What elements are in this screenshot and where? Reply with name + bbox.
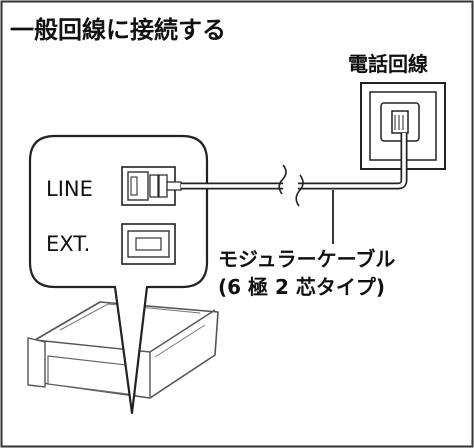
ext-port [121,223,176,265]
ext-port-label: EXT. [46,232,90,256]
line-port [121,166,182,206]
wall-jack-label: 電話回線 [348,52,428,76]
modular-cable [181,133,408,207]
line-port-label: LINE [46,177,93,201]
printer [27,301,219,399]
cable-label-line2: (6 極 2 芯タイプ) [218,275,385,299]
cable-label-line1: モジュラーケーブル [218,247,395,271]
diagram-title: 一般回線に接続する [10,16,226,44]
